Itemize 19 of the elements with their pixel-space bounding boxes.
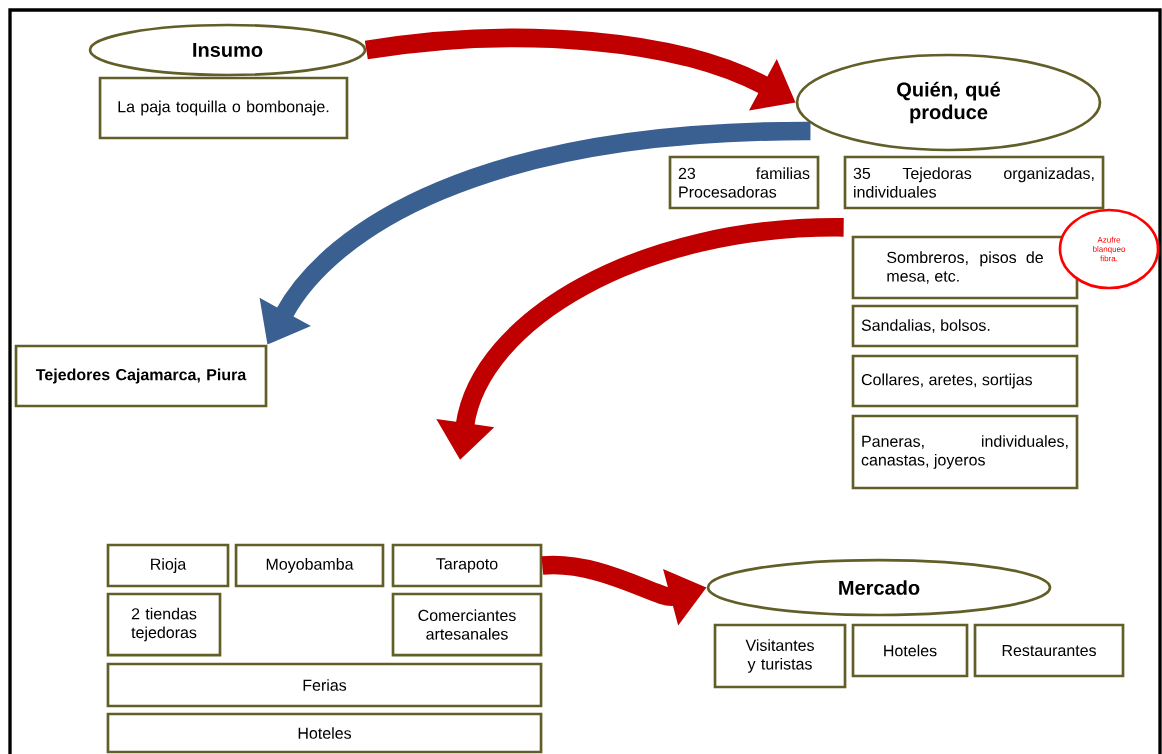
text-box: Sombreros, pisos de mesa, etc.	[851, 235, 1079, 300]
text-box: Collares, aretes, sortijas	[851, 354, 1079, 408]
text-box: Hoteles	[851, 623, 969, 678]
text-box: Rioja	[106, 543, 230, 588]
text-box: Hoteles	[106, 712, 543, 754]
text-box: Tejedores Cajamarca, Piura	[14, 344, 268, 408]
text-box: 35 Tejedoras organizadas, individuales	[843, 155, 1105, 210]
text-box: Sandalias, bolsos.	[851, 304, 1079, 348]
text-box: 23 familias Procesadoras	[668, 155, 820, 210]
text-box: 2 tiendas tejedoras	[106, 592, 222, 657]
text-box: Visitantes y turistas	[713, 623, 847, 689]
text-box: Tarapoto	[391, 543, 543, 588]
text-box: La paja toquilla o bombonaje.	[98, 76, 349, 140]
text-box: Moyobamba	[234, 543, 385, 588]
text-box: Ferias	[106, 662, 543, 708]
node-label: Azufre blanqueo fibra.	[1093, 236, 1126, 262]
text-box: Restaurantes	[973, 623, 1125, 678]
text-box: Comerciantes artesanales	[391, 592, 543, 657]
text-box: Paneras, individuales, canastas, joyeros	[851, 414, 1079, 490]
